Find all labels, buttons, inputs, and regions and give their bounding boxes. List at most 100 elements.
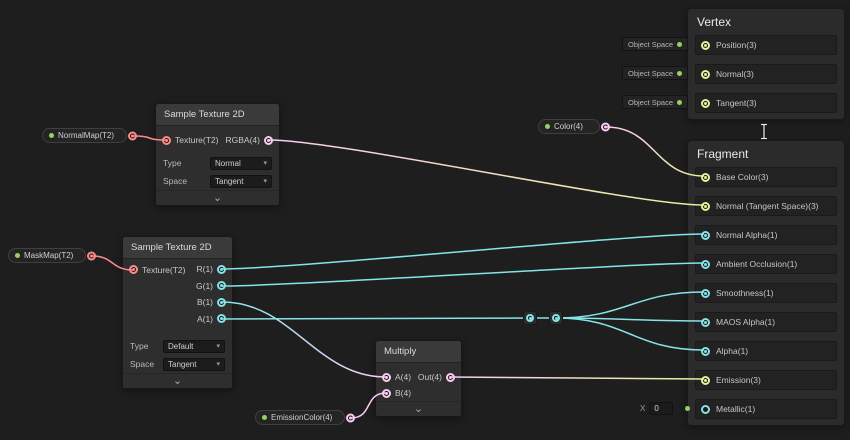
exposed-parameter-dot <box>15 253 20 258</box>
edge-wire[interactable] <box>221 317 531 320</box>
edge-wire[interactable] <box>268 139 705 206</box>
b-output-port[interactable] <box>217 297 226 307</box>
fragment-row-normal-tangent-space[interactable]: Normal (Tangent Space)(3) <box>695 196 837 216</box>
b-input-port[interactable] <box>382 388 391 398</box>
space-label: Space <box>163 176 188 186</box>
edge-wire[interactable] <box>555 291 705 319</box>
normal-space-selector[interactable]: Object Space <box>622 66 689 80</box>
base-color-label: Base Color(3) <box>716 172 769 182</box>
collapse-preview-button[interactable]: ⌄ <box>376 401 461 416</box>
fragment-row-base-color[interactable]: Base Color(3) <box>695 167 837 187</box>
property-output-port[interactable] <box>128 131 137 140</box>
edge-wire[interactable] <box>221 233 705 270</box>
property-label: NormalMap(T2) <box>58 131 115 140</box>
g-output-port[interactable] <box>217 281 226 291</box>
out-output-port[interactable] <box>446 372 455 382</box>
type-dropdown[interactable]: Normal ▾ <box>210 156 272 170</box>
metallic-port[interactable] <box>701 404 710 414</box>
metallic-default-input[interactable]: X 0 <box>640 402 674 415</box>
sample-texture-2d-node-mask[interactable]: Sample Texture 2D Texture(T2) R(1) G(1) <box>122 236 233 389</box>
position-port[interactable] <box>701 40 710 50</box>
vertex-row-position[interactable]: Position(3) <box>695 35 837 55</box>
collapse-preview-button[interactable]: ⌄ <box>123 373 232 388</box>
tangent-space-selector[interactable]: Object Space <box>622 95 689 109</box>
exposed-parameter-dot <box>262 415 267 420</box>
property-node-maskmap[interactable]: MaskMap(T2) <box>8 248 96 263</box>
property-node-color[interactable]: Color(4) <box>538 119 610 134</box>
maos-alpha-label: MAOS Alpha(1) <box>716 317 776 327</box>
texture-input-port[interactable] <box>129 265 138 274</box>
property-output-port[interactable] <box>87 251 96 260</box>
vertex-title: Vertex <box>697 15 732 29</box>
g-output-label: G(1) <box>196 280 213 291</box>
base-color-port[interactable] <box>701 172 710 182</box>
type-control-row: Type Default ▾ <box>123 337 232 355</box>
node-title-bar[interactable]: Sample Texture 2D <box>123 237 232 259</box>
fragment-row-ambient-occlusion[interactable]: Ambient Occlusion(1) <box>695 254 837 274</box>
edge-wire[interactable] <box>555 317 705 351</box>
property-output-port[interactable] <box>601 122 610 131</box>
a-input-label: A(4) <box>395 372 412 382</box>
normal-tangent-space-port[interactable] <box>701 201 710 211</box>
property-node-normalmap[interactable]: NormalMap(T2) <box>42 128 137 143</box>
smoothness-port[interactable] <box>701 288 710 298</box>
edge-wire[interactable] <box>449 376 705 380</box>
default-value-dot <box>685 406 690 411</box>
space-dropdown[interactable]: Tangent ▾ <box>163 357 225 371</box>
fragment-context-node[interactable]: Fragment Base Color(3) Normal (Tangent S… <box>687 140 845 426</box>
b-output-label: B(1) <box>196 297 213 308</box>
fragment-row-normal-alpha[interactable]: Normal Alpha(1) <box>695 225 837 245</box>
texture-input-label: Texture(T2) <box>175 135 219 145</box>
type-label: Type <box>163 158 182 168</box>
metallic-value-field[interactable]: 0 <box>649 402 674 415</box>
redirect-node-1[interactable] <box>523 311 537 325</box>
fragment-row-smoothness[interactable]: Smoothness(1) <box>695 283 837 303</box>
vertex-context-node[interactable]: Vertex Position(3) Normal(3) Tangent(3) <box>687 8 845 120</box>
dropdown-value: Default <box>168 341 194 351</box>
texture-input-port[interactable] <box>162 135 171 145</box>
exposed-parameter-dot <box>49 133 54 138</box>
normal-alpha-port[interactable] <box>701 230 710 240</box>
redirect-port[interactable] <box>552 314 560 322</box>
space-dropdown[interactable]: Tangent ▾ <box>210 174 272 188</box>
normal-label: Normal(3) <box>716 69 754 79</box>
space-label: Object Space <box>628 68 674 78</box>
node-port-row: Texture(T2) RGBA(4) <box>156 126 279 154</box>
chevron-down-icon: ⌄ <box>212 192 223 204</box>
metallic-label: Metallic(1) <box>716 404 756 414</box>
tangent-port[interactable] <box>701 98 710 108</box>
edge-wire[interactable] <box>221 262 705 287</box>
property-output-port[interactable] <box>346 413 355 422</box>
fragment-row-metallic[interactable]: Metallic(1) <box>695 399 837 419</box>
smoothness-label: Smoothness(1) <box>716 288 774 298</box>
a-output-port[interactable] <box>217 314 226 324</box>
sample-texture-2d-node-normal[interactable]: Sample Texture 2D Texture(T2) RGBA(4) Ty… <box>155 103 280 206</box>
output-row-a: A(1) <box>196 311 232 328</box>
collapse-preview-button[interactable]: ⌄ <box>156 190 279 205</box>
rgba-output-label: RGBA(4) <box>225 135 260 145</box>
ambient-occlusion-port[interactable] <box>701 259 710 269</box>
node-title-bar[interactable]: Sample Texture 2D <box>156 104 279 126</box>
edge-wire[interactable] <box>555 317 705 322</box>
rgba-output-port[interactable] <box>264 135 273 145</box>
a-input-port[interactable] <box>382 372 391 382</box>
position-space-selector[interactable]: Object Space <box>622 37 689 51</box>
fragment-row-emission[interactable]: Emission(3) <box>695 370 837 390</box>
fragment-row-maos-alpha[interactable]: MAOS Alpha(1) <box>695 312 837 332</box>
alpha-port[interactable] <box>701 346 710 356</box>
emission-port[interactable] <box>701 375 710 385</box>
normal-port[interactable] <box>701 69 710 79</box>
edge-wire[interactable] <box>221 301 387 378</box>
fragment-row-alpha[interactable]: Alpha(1) <box>695 341 837 361</box>
multiply-node[interactable]: Multiply A(4) B(4) Out(4) ⌄ <box>375 340 462 417</box>
redirect-port[interactable] <box>526 314 534 322</box>
maos-alpha-port[interactable] <box>701 317 710 327</box>
type-dropdown[interactable]: Default ▾ <box>163 339 225 353</box>
r-output-port[interactable] <box>217 264 226 274</box>
vertex-row-tangent[interactable]: Tangent(3) <box>695 93 837 113</box>
vertex-row-normal[interactable]: Normal(3) <box>695 64 837 84</box>
redirect-node-2[interactable] <box>549 311 563 325</box>
property-node-emissioncolor[interactable]: EmissionColor(4) <box>255 410 355 425</box>
node-title-bar[interactable]: Multiply <box>376 341 461 363</box>
